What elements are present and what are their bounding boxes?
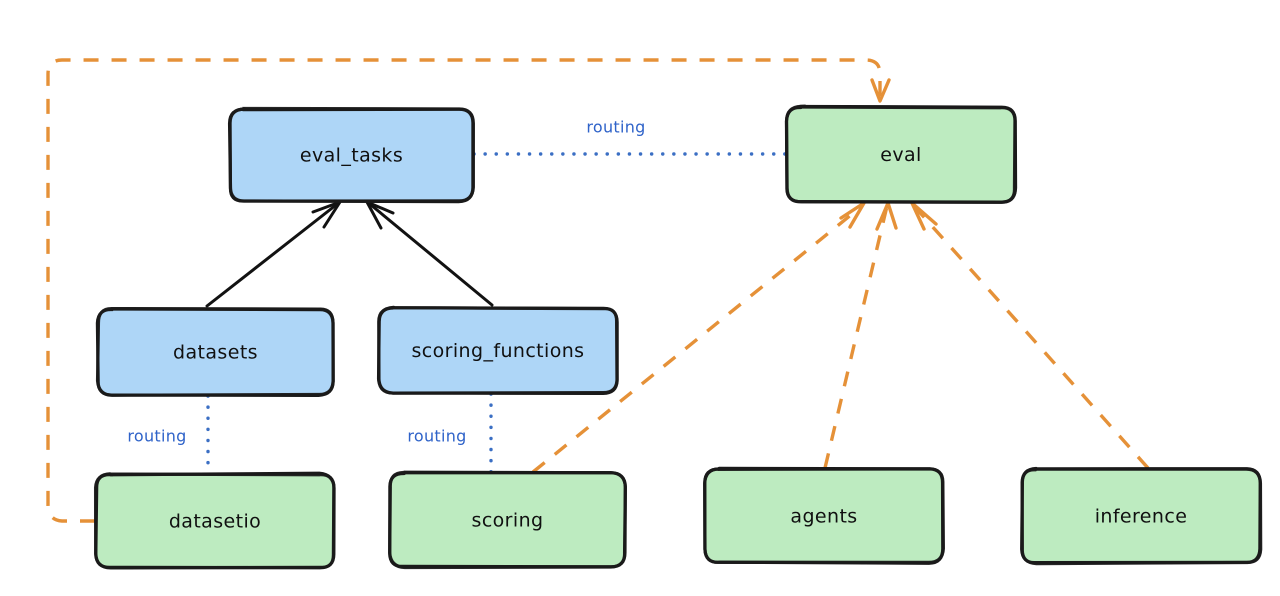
node-scoring-label: scoring bbox=[472, 510, 544, 532]
nodes-layer: eval_tasks eval datasets scoring_functionsd… bbox=[96, 106, 1261, 568]
edge-inference-eval bbox=[914, 206, 1148, 468]
node-eval_tasks-label: eval_tasks bbox=[300, 145, 403, 167]
node-datasetio[interactable]: datasetio bbox=[96, 473, 334, 568]
edge-eval_tasks-eval-label: routing bbox=[586, 118, 645, 137]
node-inference-label: inference bbox=[1095, 506, 1188, 528]
node-scoring_functions[interactable]: scoring_functions bbox=[379, 307, 618, 393]
arrowhead-eval_tasks-left bbox=[313, 202, 340, 227]
node-agents[interactable]: agents bbox=[705, 468, 944, 563]
node-datasets-label: datasets bbox=[173, 342, 258, 364]
node-scoring[interactable]: scoring bbox=[390, 472, 626, 567]
node-inference[interactable]: inference bbox=[1022, 468, 1261, 563]
edge-datasets-datasetio-label: routing bbox=[127, 427, 186, 446]
arrowhead-eval-left bbox=[841, 203, 864, 227]
edge-agents-eval bbox=[825, 206, 887, 468]
edge-scoring_functions-eval_tasks bbox=[371, 205, 492, 305]
node-scoring_functions-label: scoring_functions bbox=[412, 340, 585, 362]
edge-scoring_functions-scoring-label: routing bbox=[407, 427, 466, 446]
node-agents-label: agents bbox=[790, 506, 857, 528]
arrowhead-eval-mid bbox=[877, 203, 896, 229]
node-datasetio-label: datasetio bbox=[169, 511, 261, 533]
node-datasets[interactable]: datasets bbox=[97, 309, 333, 396]
node-eval_tasks[interactable]: eval_tasks bbox=[230, 108, 474, 201]
node-eval-label: eval bbox=[880, 144, 921, 166]
node-eval[interactable]: eval bbox=[786, 106, 1015, 202]
edge-datasets-eval_tasks bbox=[207, 205, 336, 306]
